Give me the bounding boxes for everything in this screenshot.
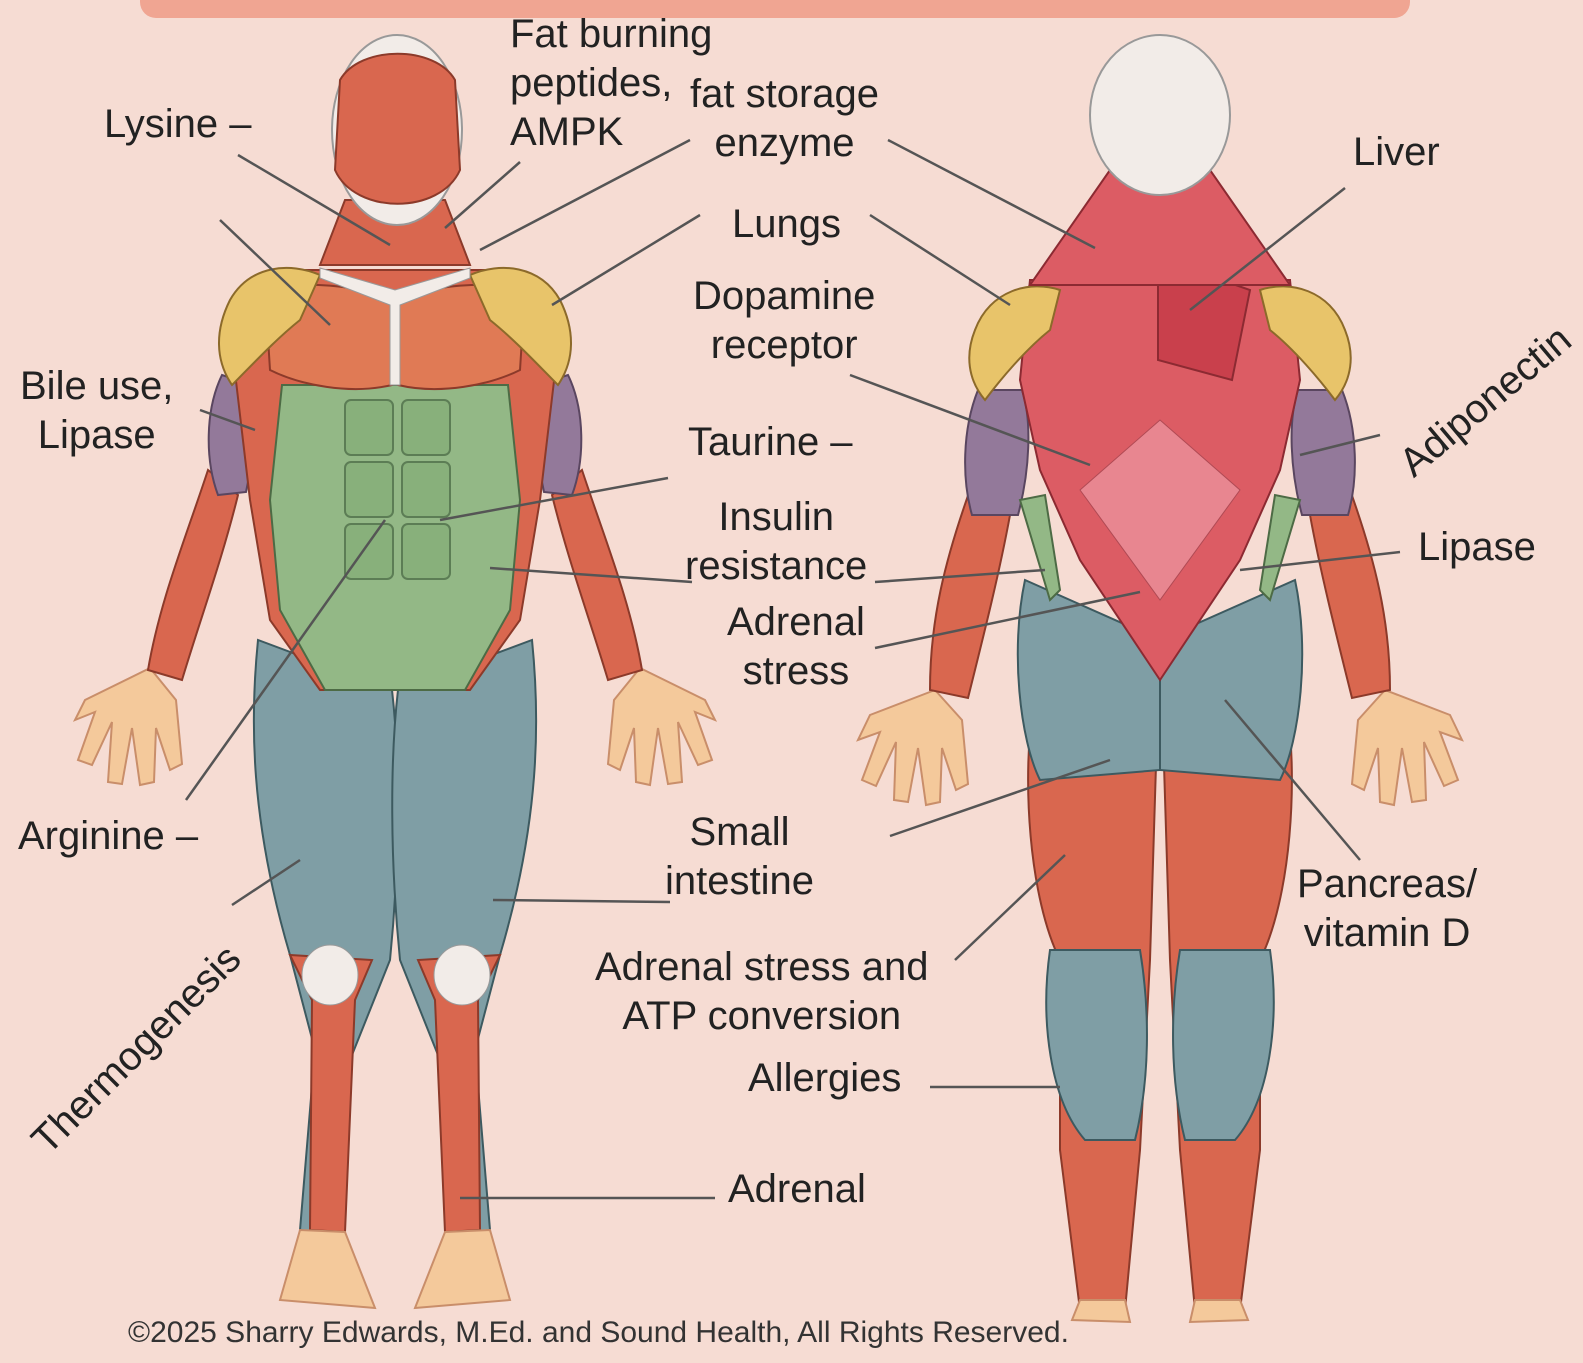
label-allergies: Allergies bbox=[748, 1054, 901, 1103]
back-right-foot bbox=[1190, 1300, 1248, 1322]
left-foot bbox=[280, 1230, 375, 1308]
label-fat-burning: Fat burning peptides, AMPK bbox=[510, 10, 712, 157]
label-taurine: Taurine – bbox=[688, 418, 853, 467]
back-left-foot bbox=[1072, 1300, 1130, 1322]
label-small-intestine: Small intestine bbox=[665, 808, 814, 906]
label-dopamine: Dopamine receptor bbox=[693, 272, 875, 370]
title-banner bbox=[140, 0, 1410, 18]
back-skull bbox=[1090, 35, 1230, 195]
left-hand bbox=[75, 668, 182, 785]
back-left-hand bbox=[858, 690, 968, 805]
label-lungs: Lungs bbox=[732, 200, 841, 249]
label-bile: Bile use, Lipase bbox=[20, 362, 173, 460]
left-knee bbox=[302, 945, 358, 1005]
label-adrenal-stress: Adrenal stress bbox=[727, 598, 865, 696]
label-adrenal-atp: Adrenal stress and ATP conversion bbox=[595, 943, 929, 1041]
label-insulin: Insulin resistance bbox=[685, 493, 867, 591]
back-right-hand bbox=[1352, 690, 1462, 805]
label-adrenal: Adrenal bbox=[728, 1165, 866, 1214]
back-right-forearm bbox=[1310, 490, 1390, 698]
back-left-forearm bbox=[930, 490, 1010, 698]
copyright-notice: ©2025 Sharry Edwards, M.Ed. and Sound He… bbox=[128, 1316, 1069, 1350]
right-knee bbox=[434, 945, 490, 1005]
label-lysine: Lysine – bbox=[104, 100, 252, 149]
label-arginine: Arginine – bbox=[18, 812, 198, 861]
label-lipase: Lipase bbox=[1418, 523, 1536, 572]
right-foot bbox=[415, 1230, 510, 1308]
label-fat-storage: fat storage enzyme bbox=[690, 70, 879, 168]
right-hand bbox=[608, 668, 715, 785]
left-forearm bbox=[148, 470, 238, 680]
abdomen bbox=[270, 385, 520, 690]
left-triceps bbox=[965, 390, 1028, 515]
right-triceps bbox=[1292, 390, 1355, 515]
front-figure bbox=[75, 35, 715, 1308]
label-liver: Liver bbox=[1353, 128, 1440, 177]
back-figure bbox=[858, 35, 1462, 1322]
label-pancreas: Pancreas/ vitamin D bbox=[1297, 860, 1477, 958]
face-muscles bbox=[335, 54, 460, 204]
